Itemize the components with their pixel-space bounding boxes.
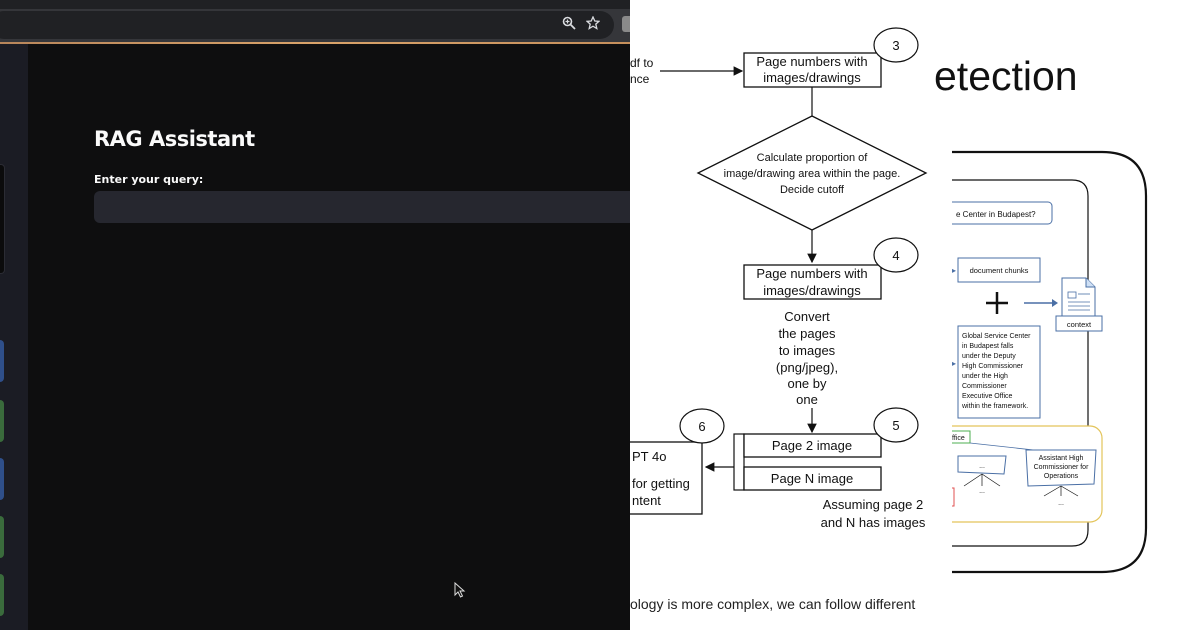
answer-line: in Budapest falls	[962, 343, 1014, 350]
sidebar-panel	[0, 164, 5, 274]
sidebar-block[interactable]	[0, 516, 4, 558]
step-number: 5	[892, 418, 899, 433]
document-icon	[1061, 277, 1096, 319]
answer-line: High Commissioner	[962, 363, 1024, 370]
app-main	[28, 44, 630, 630]
gpt-text: PT 4o	[632, 449, 666, 464]
page-2-label: Page 2 image	[772, 438, 852, 453]
assistant-node	[1025, 449, 1097, 487]
question-bubble	[952, 201, 1053, 225]
star-icon[interactable]	[584, 15, 602, 34]
convert-text: the pages	[778, 326, 836, 341]
left-sidebar	[0, 44, 28, 630]
mouse-cursor-icon	[454, 582, 466, 598]
gpt-text: for getting	[632, 476, 690, 491]
convert-text: (png/jpeg),	[776, 360, 838, 375]
diamond-text: image/drawing area within the page.	[724, 168, 901, 180]
office-box	[952, 430, 971, 444]
query-label: Enter your query:	[94, 173, 204, 186]
step-number: 3	[892, 38, 899, 53]
org-ellipsis: ...	[1058, 500, 1064, 507]
inner-frame	[952, 179, 1089, 547]
flowchart-panel: df to nce Page numbers with images/drawi…	[630, 0, 952, 630]
org-ellipsis: ...	[979, 488, 985, 495]
sidebar-block[interactable]	[0, 340, 4, 382]
answer-line: Executive Office	[962, 393, 1013, 400]
highlight-node	[952, 487, 955, 507]
chunks-box	[957, 257, 1041, 283]
assumption-text: Assuming page 2	[823, 497, 923, 512]
step-number: 4	[892, 248, 899, 263]
box-text: Page numbers with	[756, 54, 867, 69]
toolbar-accent-line	[0, 42, 630, 44]
chunks-text: document chunks	[970, 266, 1029, 275]
browser-toolbar	[0, 0, 630, 44]
assistant-text: Operations	[1044, 473, 1079, 480]
address-bar[interactable]	[0, 11, 614, 39]
question-text: e Center in Budapest?	[956, 210, 1036, 219]
flowchart: df to nce Page numbers with images/drawi…	[630, 27, 928, 530]
box-text: images/drawings	[763, 70, 861, 85]
org-branch	[981, 473, 1001, 487]
page-stack-bracket	[733, 433, 745, 491]
context-text: context	[1067, 320, 1092, 329]
step-circle	[679, 408, 725, 444]
step-circle	[873, 27, 919, 63]
page-numbers-box	[743, 52, 882, 88]
box-text: images/drawings	[763, 283, 861, 298]
convert-text: to images	[779, 343, 836, 358]
convert-text: one by	[787, 376, 827, 391]
org-ellipsis: ...	[979, 463, 985, 470]
context-box	[1055, 315, 1103, 332]
slide-title: etection	[934, 53, 1078, 99]
page-2-box	[743, 433, 882, 458]
input-label-line: df to	[630, 56, 654, 70]
answer-line: under the Deputy	[962, 353, 1016, 360]
page-n-box	[743, 466, 882, 491]
arrow-marker: ▸	[952, 266, 956, 275]
zoom-in-icon[interactable]	[560, 16, 578, 34]
page-n-label: Page N image	[771, 471, 853, 486]
answer-box	[957, 325, 1041, 419]
answer-line: within the framework.	[961, 403, 1028, 410]
arrow-marker: ▸	[952, 359, 956, 368]
assistant-text: Assistant High	[1039, 455, 1084, 462]
rag-diagram: e Center in Budapest? ▸ document chunks …	[952, 150, 1148, 574]
answer-line: Global Service Center	[962, 333, 1031, 340]
browser-window: RAG Assistant Enter your query:	[0, 0, 630, 630]
answer-line: Commissioner	[962, 383, 1007, 390]
org-branch	[1043, 485, 1062, 497]
gpt-text: ntent	[632, 493, 661, 508]
assumption-text: and N has images	[821, 515, 926, 530]
outer-frame	[952, 150, 1148, 574]
diamond-text: Decide cutoff	[780, 184, 845, 196]
answer-line: under the High	[962, 373, 1008, 380]
assistant-text: Commissioner for	[1034, 464, 1090, 471]
page-title: RAG Assistant	[94, 127, 255, 151]
page-numbers-box	[743, 264, 882, 300]
org-branch	[963, 473, 983, 487]
sidebar-block[interactable]	[0, 458, 4, 500]
caption-text: ology is more complex, we can follow dif…	[630, 596, 916, 612]
gpt-box	[630, 441, 703, 515]
convert-text: one	[796, 392, 818, 407]
context-arrow-head	[1052, 299, 1058, 307]
org-branch	[1060, 485, 1079, 497]
tab-strip	[0, 0, 630, 9]
office-text: ffice	[952, 435, 965, 442]
step-circle	[873, 237, 919, 273]
convert-text: Convert	[784, 309, 830, 324]
diamond-text: Calculate proportion of	[757, 152, 869, 164]
rag-diagram-panel: e Center in Budapest? ▸ document chunks …	[952, 0, 1200, 630]
sidebar-block[interactable]	[0, 574, 4, 616]
box-text: Page numbers with	[756, 266, 867, 281]
step-circle	[873, 407, 919, 443]
step-number: 6	[698, 419, 705, 434]
sidebar-block[interactable]	[0, 400, 4, 442]
extension-icon[interactable]	[622, 16, 630, 32]
org-node	[957, 455, 1007, 475]
input-label-line: nce	[630, 72, 650, 86]
query-input[interactable]	[94, 191, 630, 223]
